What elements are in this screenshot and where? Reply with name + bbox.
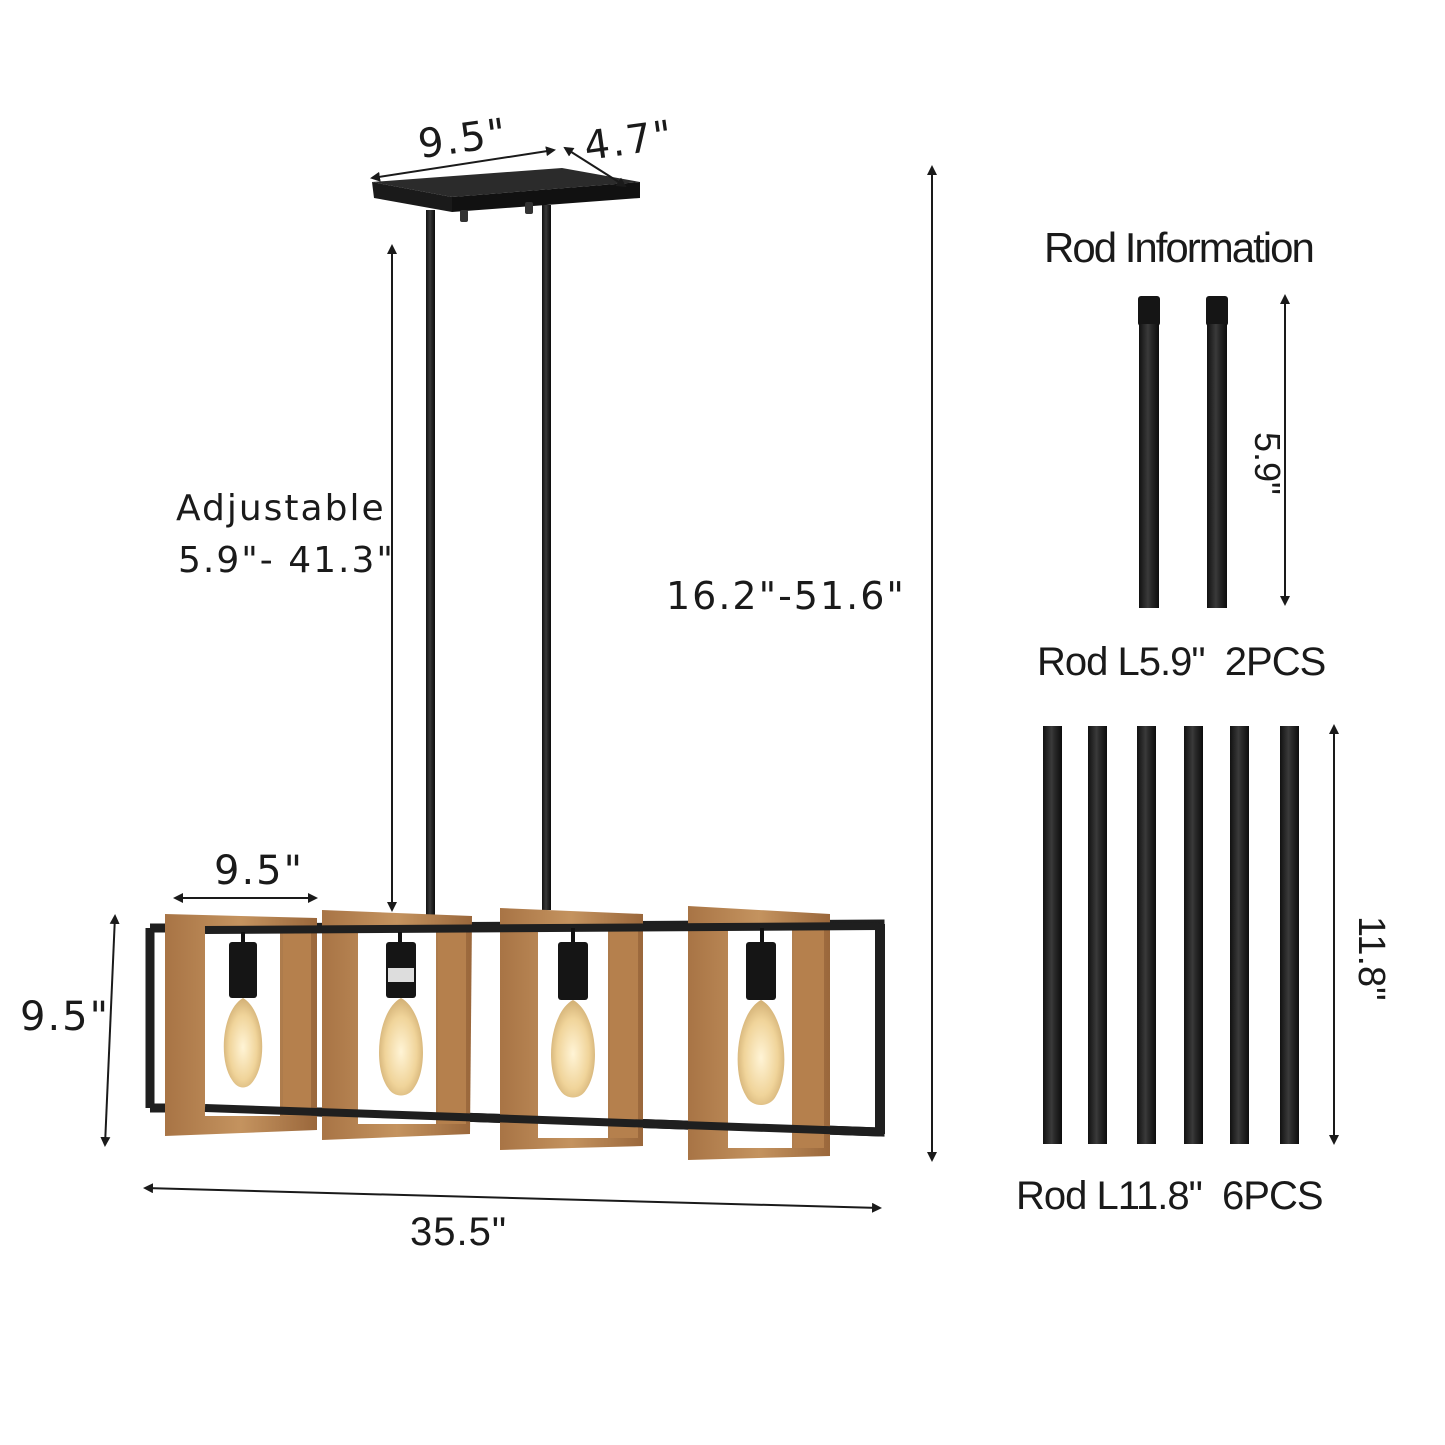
bulb-2 (379, 932, 423, 1096)
bulb-1 (223, 932, 263, 1088)
metal-bars-front (204, 922, 885, 1136)
ceiling-canopy (372, 168, 640, 222)
adjustable-range-label: 5.9"- 41.3" (178, 540, 395, 581)
short-rods (1138, 294, 1290, 608)
long-rods-caption: Rod L11.8" 6PCS (1016, 1174, 1324, 1218)
long-rod-dimension-label: 11.8" (1350, 916, 1392, 1001)
overall-length-arrow (143, 1183, 882, 1213)
frame-height-label: 9.5" (20, 994, 111, 1040)
short-rods-caption: Rod L5.9" 2PCS (1037, 640, 1326, 684)
hanging-rods (426, 205, 551, 922)
canopy-width-arrow (563, 146, 627, 188)
bulb-3 (551, 928, 595, 1098)
frame-height-arrow (100, 914, 120, 1147)
rod-information-title: Rod Information (1044, 224, 1315, 271)
adjustable-label: Adjustable (176, 488, 386, 529)
short-rod-dimension-label: 5.9" (1247, 432, 1288, 495)
overall-height-label: 16.2"-51.6" (666, 574, 906, 618)
bulb-4 (737, 928, 785, 1105)
canopy-length-arrow (370, 146, 556, 182)
frame-width-label: 9.5" (214, 848, 305, 894)
long-rods (1043, 724, 1339, 1145)
dimension-arrows (100, 146, 937, 1213)
overall-length-label: 35.5" (410, 1210, 508, 1254)
